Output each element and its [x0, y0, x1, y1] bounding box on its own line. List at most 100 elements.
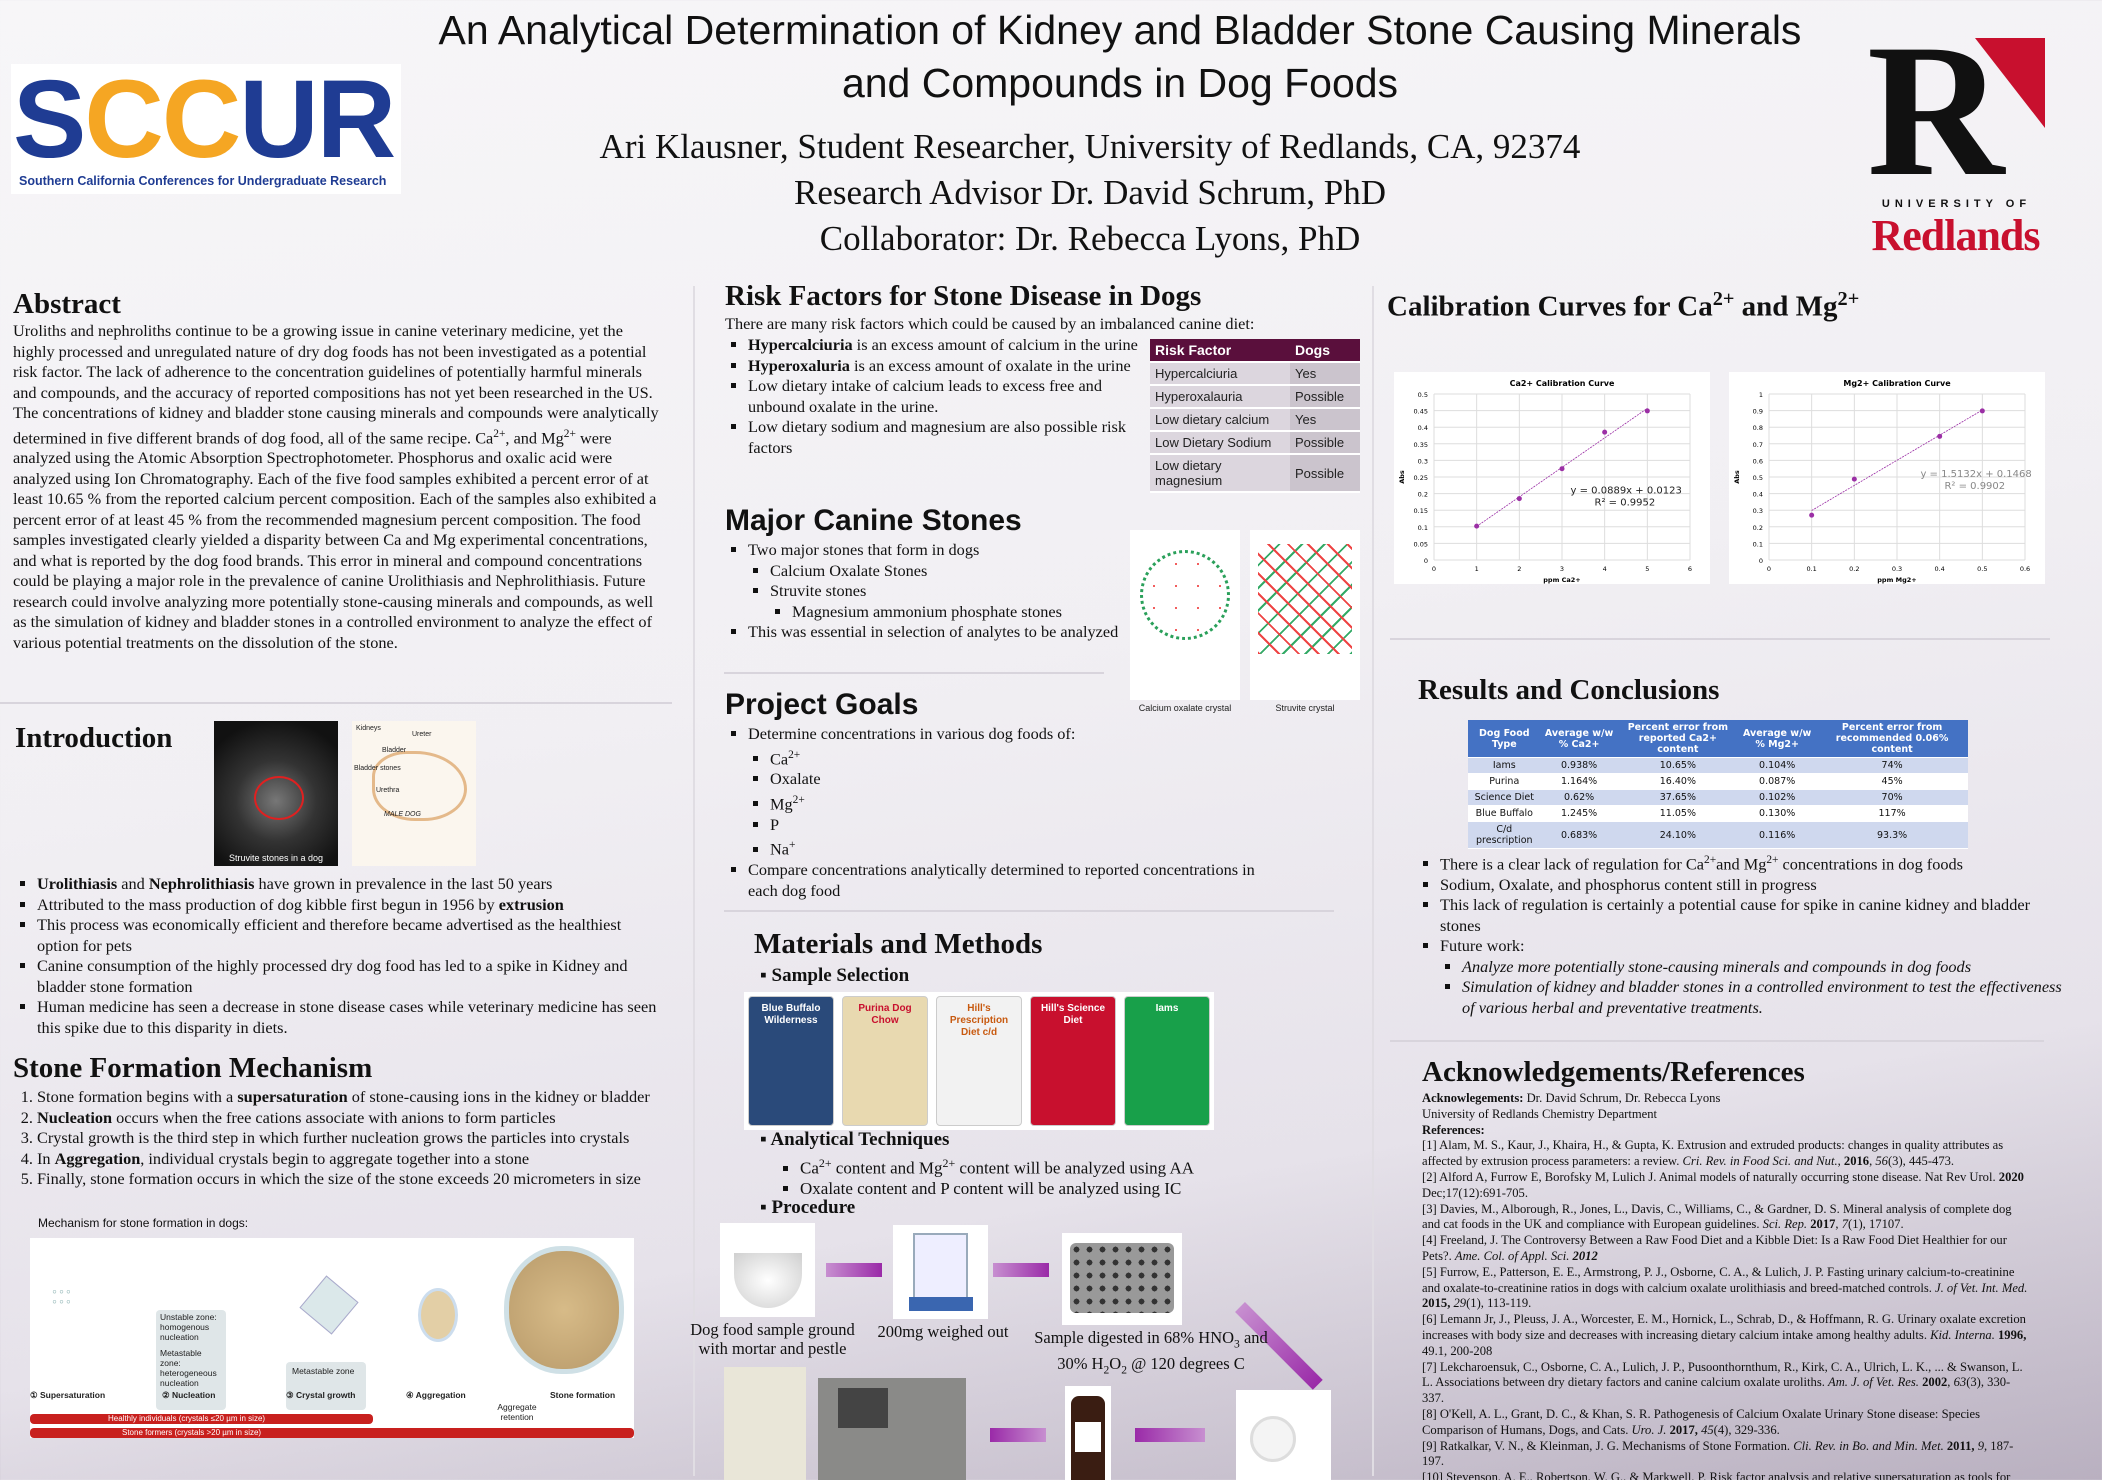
divider — [0, 702, 672, 704]
arrow-right-icon — [826, 1263, 882, 1277]
mechanism-diagram: ◦◦◦◦◦◦ Unstable zone: homogenous nucleat… — [30, 1238, 634, 1438]
authors: Ari Klausner, Student Researcher, Univer… — [599, 127, 1581, 166]
brand-label: Blue Buffalo Wilderness — [761, 1003, 821, 1026]
unstable-zone-label: Unstable zone: homogenous nucleation — [160, 1312, 217, 1342]
y-tick-label: 0.4 — [1418, 424, 1428, 432]
table-cell: 0.087% — [1738, 773, 1817, 790]
y-tick-label: 0.5 — [1418, 391, 1428, 399]
stage-nucleation: ② Nucleation — [162, 1390, 216, 1400]
list-item: Ca2+ — [770, 745, 1268, 770]
table-cell: 117% — [1816, 805, 1968, 822]
healthy-bar: Healthly individuals (crystals ≤20 µm in… — [30, 1414, 373, 1424]
table-cell: Possible — [1290, 385, 1360, 409]
sccur-subtitle: Southern California Conferences for Unde… — [19, 174, 387, 188]
column-divider — [1372, 286, 1374, 1476]
results-bullets: There is a clear lack of regulation for … — [1420, 850, 2070, 1018]
redlands-name: Redlands — [1871, 211, 2040, 260]
list-item: Urolithiasis and Nephrolithiasis have gr… — [37, 874, 657, 895]
reference-item: [1] Alam, M. S., Kaur, J., Khaira, H., &… — [1422, 1138, 2004, 1169]
x-axis-label: ppm Ca2+ — [1543, 576, 1580, 584]
trendline — [1811, 409, 1983, 511]
list-item: Low dietary sodium and magnesium are als… — [748, 417, 1146, 458]
procedure-step-3: Sample digested in 68% HNO3 and 30% H2O2… — [1034, 1328, 1268, 1377]
list-item: Oxalate content and P content will be an… — [800, 1179, 1320, 1200]
brand-label: Purina Dog Chow — [858, 1003, 912, 1026]
digestion-block-image — [1062, 1233, 1182, 1325]
dog-food-bag-hills-cd: Hill's Prescription Diet c/d — [936, 996, 1022, 1126]
dog-food-bag-blue-buffalo: Blue Buffalo Wilderness — [748, 996, 834, 1126]
crystal-ions-icon: ◦◦◦◦◦◦ — [52, 1285, 73, 1310]
ca-calibration-chart: Ca2+ Calibration Curve00.050.10.150.20.2… — [1394, 372, 1710, 584]
table-cell: Average w/w % Mg2+ — [1738, 720, 1817, 758]
stage-aggregation: ④ Aggregation — [406, 1390, 466, 1400]
divider — [1390, 1040, 2044, 1042]
data-point — [1809, 512, 1815, 518]
mg-calibration-chart: Mg2+ Calibration Curve00.10.20.30.40.50.… — [1729, 372, 2045, 584]
y-tick-label: 0.1 — [1753, 540, 1763, 548]
introduction-bullets: Urolithiasis and Nephrolithiasis have gr… — [17, 874, 657, 1038]
chart-background — [1729, 372, 2045, 584]
table-cell: Possible — [1290, 454, 1360, 493]
project-goals-list: Determine concentrations in various dog … — [728, 724, 1268, 901]
list-item: Calcium Oxalate Stones — [770, 561, 1128, 582]
risk-factors-bullets: Hypercalciuria is an excess amount of ca… — [728, 335, 1146, 458]
abstract-body: Uroliths and nephroliths continue to be … — [13, 321, 659, 652]
table-cell: Hyperoxalauria — [1150, 385, 1290, 409]
result-bullet: Sodium, Oxalate, and phosphorus content … — [1440, 875, 2070, 896]
reference-item: [7] Lekcharoensuk, C., Osborne, C. A., L… — [1422, 1359, 2023, 1406]
table-cell: Dogs — [1290, 339, 1360, 363]
chart-background — [1394, 372, 1710, 584]
x-axis-label: ppm Mg2+ — [1877, 576, 1916, 584]
y-tick-label: 0.8 — [1753, 424, 1763, 432]
title-line-2: and Compounds in Dog Foods — [841, 60, 1399, 106]
reference-item: [3] Davies, M., Alborough, R., Jones, L.… — [1422, 1201, 2012, 1232]
ic-instrument-image — [724, 1367, 806, 1480]
list-item: Ca2+ content and Mg2+ content will be an… — [800, 1153, 1320, 1179]
x-tick-label: 0.5 — [1977, 565, 1987, 573]
y-tick-label: 0.2 — [1418, 491, 1428, 499]
reference-item: [8] O'Kell, A. L., Grant, D. C., & Khan,… — [1422, 1406, 1981, 1437]
results-heading: Results and Conclusions — [1418, 674, 1720, 706]
data-point — [1937, 433, 1943, 439]
syringe-filter-image — [1236, 1390, 1331, 1480]
y-tick-label: 0.35 — [1414, 441, 1428, 449]
table-cell: 1.245% — [1540, 805, 1618, 822]
references-list: [1] Alam, M. S., Kaur, J., Khaira, H., &… — [1422, 1138, 2032, 1480]
r-squared-label: R² = 0.9952 — [1595, 498, 1656, 509]
list-item: Two major stones that form in dogsCalciu… — [748, 540, 1128, 622]
nucleation-zone — [156, 1310, 226, 1410]
stone-formation-steps: Stone formation begins with a supersatur… — [15, 1087, 691, 1190]
aggregate-icon — [418, 1288, 458, 1342]
table-cell: Dog Food Type — [1468, 720, 1541, 758]
stone-formation-heading: Stone Formation Mechanism — [13, 1052, 373, 1084]
x-tick-label: 0.6 — [2020, 565, 2030, 573]
table-cell: Iams — [1468, 757, 1541, 774]
table-cell: Percent error from reported Ca2+ content — [1617, 720, 1739, 758]
list-item: Struvite stonesMagnesium ammonium phosph… — [770, 581, 1128, 622]
department: University of Redlands Chemistry Departm… — [1422, 1106, 1658, 1121]
stone-icon — [504, 1246, 624, 1374]
table-cell: Average w/w % Ca2+ — [1540, 720, 1618, 758]
anatomy-image: Kidneys Ureter Bladder Bladder stones Ur… — [352, 721, 476, 866]
list-item: This process was economically efficient … — [37, 915, 657, 956]
label-bladder: Bladder — [382, 747, 407, 754]
table-cell: Hypercalciuria — [1150, 362, 1290, 386]
trendline-equation: y = 1.5132x + 0.1468 — [1920, 469, 2031, 480]
y-axis-label: Abs — [1398, 470, 1406, 484]
data-point — [1644, 408, 1650, 414]
data-point — [1559, 466, 1565, 472]
dog-food-bag-iams: Iams — [1124, 996, 1210, 1126]
struvite-crystal-image — [1250, 530, 1360, 700]
procedure-label: ▪ Procedure — [760, 1197, 856, 1218]
y-tick-label: 0 — [1759, 557, 1763, 565]
y-axis-label: Abs — [1733, 470, 1741, 484]
table-cell: Yes — [1290, 362, 1360, 386]
chart-title: Ca2+ Calibration Curve — [1510, 379, 1615, 388]
arrow-right-icon — [993, 1263, 1049, 1277]
mechanism-caption: Mechanism for stone formation in dogs: — [38, 1216, 249, 1230]
acknowledgements-heading: Acknowledgements/References — [1422, 1056, 1805, 1088]
y-tick-label: 0.45 — [1414, 408, 1428, 416]
stage-stone-formation: Stone formation — [550, 1390, 616, 1400]
